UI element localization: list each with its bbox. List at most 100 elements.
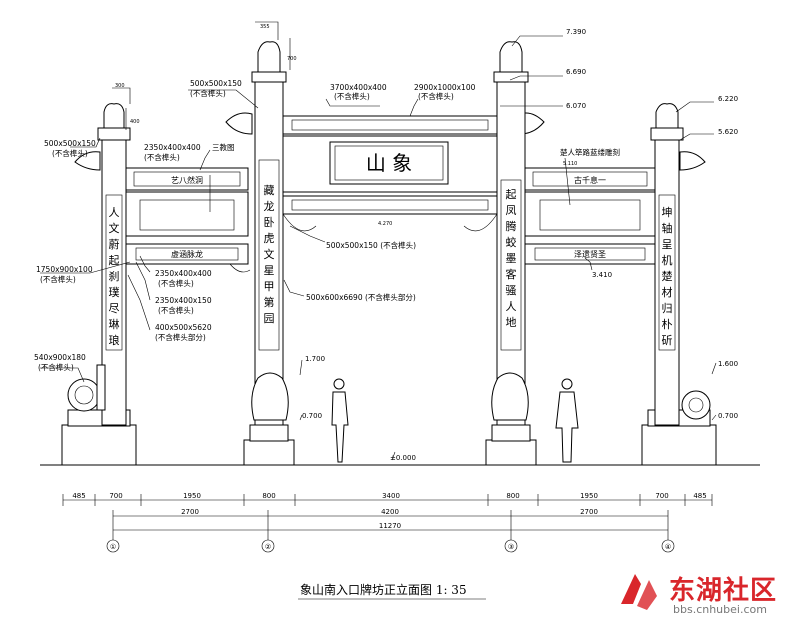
elev-3410: 3.410 [592, 271, 612, 279]
elev-0700-right: 0.700 [718, 412, 738, 420]
couplet-char: 归 [662, 301, 673, 315]
label-bracket-1750: 1750x900x100 [36, 265, 93, 274]
couplet-char: 客 [506, 267, 517, 281]
couplet-char: 楚 [662, 269, 673, 283]
label-not-incl-2: (不含榫头) [334, 91, 370, 101]
label-700: 700 [287, 56, 297, 62]
couplet-char: 骚 [506, 284, 517, 297]
couplet-char: 呈 [662, 238, 673, 251]
couplet-char: 卧 [264, 216, 275, 229]
couplet-char: 材 [662, 285, 673, 299]
label-beam-2350-a: 2350x400x400 [144, 143, 201, 152]
label-not-incl-7: (不含榫头) [158, 278, 194, 288]
couplet-char: 斫 [662, 334, 673, 347]
drawing-title: 象山南入口牌坊正立面图 1: 35 [300, 582, 467, 597]
elev-5110: 5.110 [563, 161, 577, 167]
label-side-plinth: 500x500x150 [44, 139, 96, 148]
couplet-char: 人 [109, 206, 120, 219]
axis-circles [106, 539, 675, 553]
couplet-char: 尽 [109, 302, 120, 315]
couplet-char: 地 [506, 316, 517, 329]
label-not-incl-4: (不含榫头) [52, 148, 88, 158]
human-figure-left [331, 378, 349, 463]
elev-7390: 7.390 [566, 28, 586, 36]
label-355: 355 [260, 24, 270, 30]
dimension-value: 700 [655, 492, 668, 500]
axis-label: ④ [665, 543, 671, 551]
watermark-logo: 东湖社区 bbs.cnhubei.com [613, 566, 788, 621]
label-center-plinth: 500x500x150 (不含榫头) [326, 240, 416, 250]
label-not-incl-5: (不含榫头) [144, 152, 180, 162]
label-pillar-400: 400x500x5620 [155, 323, 212, 332]
label-not-incl-1: (不含榫头) [190, 88, 226, 98]
dimension-value: 1950 [183, 492, 201, 500]
dimension-lines [62, 494, 713, 540]
center-section [225, 112, 545, 232]
couplet-char: 文 [109, 221, 120, 235]
couplet-char: 轴 [662, 221, 673, 235]
right-top-inscription: 古千息一 [574, 175, 606, 185]
label-plinth-500: 500x500x150 [190, 79, 242, 88]
right-mid-inscription: 泽遗贤圣 [574, 249, 606, 259]
couplet-char: 墨 [506, 252, 517, 265]
left-mid-inscription: 虚涵脉龙 [171, 249, 203, 259]
dimension-value: 485 [693, 492, 706, 500]
dimension-value: 4200 [381, 508, 399, 516]
label-san-jiao-tu: 三教图 [212, 142, 235, 152]
label-carved-note: 楚人筚路蓝缕雕刻 [560, 147, 620, 157]
couplet-char: 虎 [264, 232, 275, 245]
label-pillar-400-note: (不含榫头部分) [155, 332, 206, 342]
elev-0700-left: 0.700 [302, 412, 322, 420]
label-drum-540: 540x900x180 [34, 353, 86, 362]
couplet-char: 甲 [264, 280, 275, 293]
label-board-2900: 2900x1000x100 [414, 83, 476, 92]
couplet-char: 龙 [264, 200, 275, 213]
label-300: 300 [115, 83, 125, 89]
dimension-value: 2700 [181, 508, 199, 516]
couplet-char: 藏 [264, 184, 275, 197]
elev-6220: 6.220 [718, 95, 738, 103]
couplet-char: 起 [506, 188, 517, 201]
dimension-value: 800 [262, 492, 275, 500]
label-center-pillar: 500x600x6690 (不含榫头部分) [306, 292, 416, 302]
couplet-char: 刹 [109, 270, 120, 283]
elev-6690: 6.690 [566, 68, 586, 76]
human-figure-right [555, 378, 579, 463]
couplet-char: 腾 [506, 219, 517, 233]
couplet-char: 蔚 [109, 238, 120, 251]
axis-label: ② [265, 543, 271, 551]
couplet-char: 璞 [109, 286, 120, 299]
elev-5620: 5.620 [718, 128, 738, 136]
center-left-pillar [243, 41, 295, 466]
dimension-value: 800 [506, 492, 519, 500]
logo-mark-icon [621, 574, 657, 610]
elev-6070: 6.070 [566, 102, 586, 110]
watermark-name: 东湖社区 [669, 576, 778, 606]
label-beam-3700: 3700x400x400 [330, 83, 387, 92]
axis-label: ① [110, 543, 116, 551]
elev-1700: 1.700 [305, 355, 325, 363]
dimension-value: 3400 [382, 492, 400, 500]
dimension-value: 2700 [580, 508, 598, 516]
couplet-char: 起 [109, 254, 120, 267]
couplet-char: 园 [264, 312, 275, 325]
plaque-text: 山 象 [366, 151, 412, 175]
dimension-value: 700 [109, 492, 122, 500]
couplet-char: 第 [264, 295, 275, 309]
couplet-char: 朴 [662, 317, 673, 331]
label-not-incl-8: (不含榫头) [158, 305, 194, 315]
couplet-char: 琳 [109, 317, 120, 331]
couplet-char: 坤 [662, 205, 673, 219]
label-400: 400 [130, 119, 140, 125]
axis-label: ③ [508, 543, 514, 551]
elev-4270: 4.270 [378, 221, 392, 227]
left-side-pillar [61, 103, 137, 466]
couplet-char: 文 [264, 247, 275, 261]
right-side-pillar [641, 103, 717, 466]
couplet-char: 人 [506, 300, 517, 313]
